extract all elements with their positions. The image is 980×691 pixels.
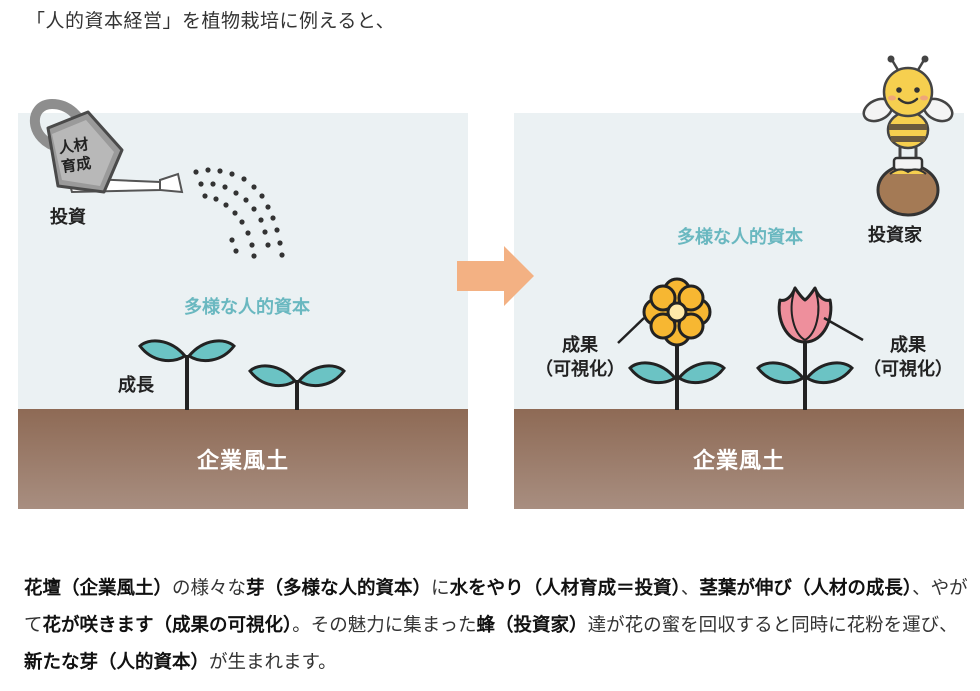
description-bold-segment: 茎葉が伸び（人材の成長）: [699, 578, 913, 599]
flower-icon: [617, 277, 726, 410]
description-segment: 達が花の蜜を回収すると同時に花粉を運び、: [587, 615, 958, 636]
description-segment: 、: [680, 578, 700, 599]
sky-area: [514, 113, 964, 409]
description-bold-segment: 水をやり（人材育成＝投資）: [449, 578, 681, 599]
capital-label-right: 多様な人的資本: [677, 227, 803, 248]
soil-area: 企業風土: [514, 409, 964, 509]
growth-label: 成長: [118, 375, 154, 396]
sprout-icon: [248, 364, 346, 410]
description-segment: 、やがて: [24, 578, 968, 636]
sprout-icon: [138, 339, 236, 410]
can-label: 人材 育成: [57, 135, 93, 176]
bee-icon: [862, 55, 954, 158]
description-bold-segment: 芽（多様な人的資本）: [246, 578, 432, 599]
description-segment: に: [431, 578, 450, 599]
soil-area: 企業風土: [18, 409, 468, 509]
invest-label: 投資: [50, 207, 86, 228]
description-bold-segment: 花壇（企業風土）: [24, 578, 173, 599]
illustration: [30, 55, 954, 410]
water-drops-icon: [193, 167, 285, 259]
description-text: 花壇（企業風土）の様々な芽（多様な人的資本）に水をやり（人材育成＝投資）、茎葉が…: [24, 570, 970, 681]
watering-can-icon: [30, 98, 184, 194]
description-bold-segment: 花が咲きます（成果の可視化）: [42, 615, 293, 636]
soil-label: 企業風土: [692, 449, 785, 474]
arrow-right-icon: [457, 246, 534, 306]
honey-pot-icon: [876, 156, 940, 217]
right-panel: 企業風土: [514, 113, 964, 509]
tulip-icon: [756, 286, 864, 410]
description-segment: の様々な: [172, 578, 247, 599]
description-bold-segment: 蜂（投資家）: [476, 615, 588, 636]
capital-label-left: 多様な人的資本: [184, 297, 310, 318]
investor-label: 投資家: [868, 225, 922, 246]
result-label-left: 成果 （可視化）: [535, 335, 625, 380]
description-segment: 。その魅力に集まった: [292, 615, 477, 636]
result-label-right: 成果 （可視化）: [863, 335, 953, 380]
description-segment: が生まれます。: [209, 652, 337, 673]
description-bold-segment: 新たな芽（人的資本）: [24, 652, 210, 673]
intro-text: 「人的資本経営」を植物栽培に例えると、: [26, 10, 396, 32]
soil-label: 企業風土: [196, 449, 289, 474]
